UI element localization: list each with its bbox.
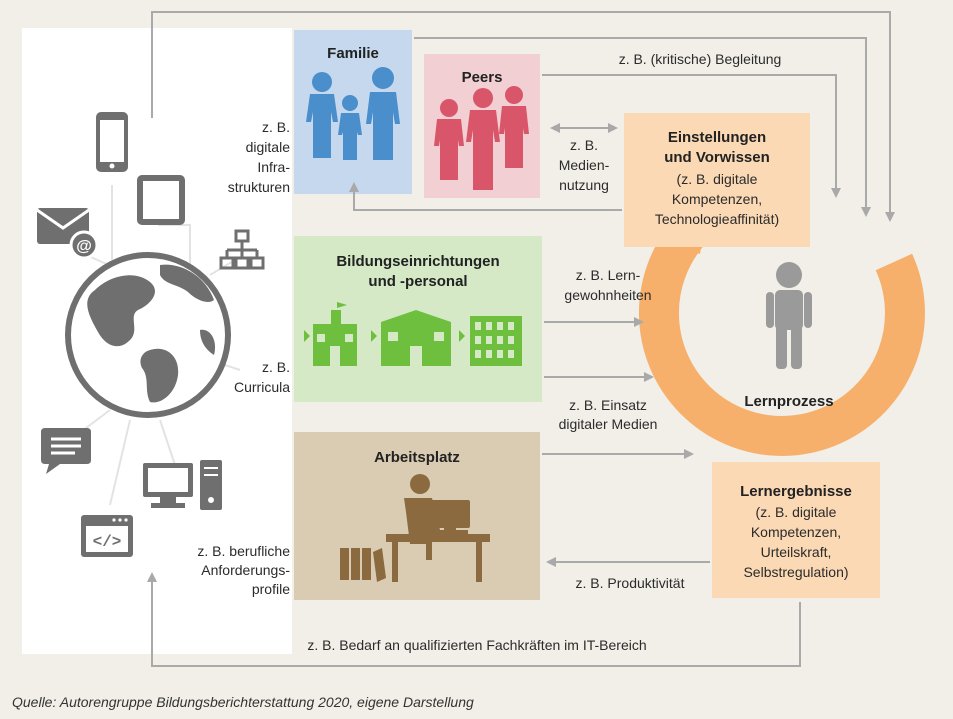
beruf-label-line3: profile (251, 581, 290, 597)
lerngewohnheiten-label-line2: gewohnheiten (564, 287, 652, 303)
smartphone-icon (96, 112, 128, 172)
family-icon (306, 67, 400, 160)
lernergebnisse-title: Lernergebnisse (740, 483, 852, 500)
lernergebnisse-box (712, 462, 880, 598)
begleitung-label: z. B. (kritische) Begleitung (618, 51, 782, 67)
svg-text:@: @ (76, 238, 92, 255)
curricula-label-line1: z. B. (261, 359, 290, 375)
einstellungen-title-line2: und Vorwissen (664, 149, 770, 166)
lernprozess-label: Lernprozess (744, 393, 834, 410)
infra-label-line2: digitale (245, 139, 290, 155)
desktop-computer-icon (143, 460, 222, 510)
email-icon: @ (36, 208, 99, 260)
tablet-icon (137, 175, 185, 225)
bildung-title-line1: Bildungseinrichtungen (336, 253, 500, 270)
school-buildings-icon (304, 302, 522, 366)
lernergebnisse-text-line3: Urteilskraft, (760, 544, 832, 560)
infra-label-line1: z. B. (261, 119, 290, 135)
lernergebnisse-text-line4: Selbstregulation) (743, 564, 849, 580)
learner-person-icon (766, 262, 812, 369)
curricula-label-line2: Curricula (233, 379, 290, 395)
lernergebnisse-text-line1: (z. B. digitale (755, 504, 837, 520)
svg-text:</>: </> (93, 533, 122, 551)
beruf-label-line2: Anforderungs- (201, 562, 290, 578)
bedarf-label: z. B. Bedarf an qualifizierten Fachkräft… (307, 637, 647, 653)
network-tree-icon (219, 229, 265, 270)
source-note: Quelle: Autorengruppe Bildungsberichters… (12, 694, 474, 710)
globe-icon (65, 252, 231, 418)
learning-ring (638, 183, 925, 456)
einstellungen-text-line1: (z. B. digitale (676, 171, 758, 187)
workplace-icon (340, 474, 490, 582)
einstellungen-box (624, 113, 810, 247)
code-window-icon: </> (81, 515, 133, 557)
einsatz-label-line1: z. B. Einsatz (569, 397, 647, 413)
mediennutzung-label-line1: z. B. (569, 137, 598, 153)
beruf-label-line1: z. B. berufliche (197, 543, 290, 559)
peers-title: Peers (461, 69, 503, 86)
einstellungen-title-line1: Einstellungen (667, 129, 767, 146)
mediennutzung-label-line3: nutzung (559, 177, 609, 193)
lernergebnisse-text-line2: Kompetenzen, (750, 524, 842, 540)
mediennutzung-label-line2: Medien- (558, 157, 610, 173)
einsatz-label-line2: digitaler Medien (558, 416, 658, 432)
arrows (147, 11, 895, 667)
lerngewohnheiten-label-line1: z. B. Lern- (575, 267, 641, 283)
familie-title: Familie (327, 45, 379, 62)
bildung-title-line2: und -personal (368, 273, 468, 290)
infra-label-line4: strukturen (227, 179, 290, 195)
arbeitsplatz-title: Arbeitsplatz (374, 449, 460, 466)
infra-label-line3: Infra- (257, 159, 290, 175)
peers-icon (434, 86, 529, 190)
einstellungen-text-line2: Kompetenzen, (671, 191, 763, 207)
produktivitaet-label: z. B. Produktivität (575, 575, 685, 591)
chat-bubble-icon (41, 428, 91, 474)
einstellungen-text-line3: Technologieaffinität) (654, 211, 780, 227)
